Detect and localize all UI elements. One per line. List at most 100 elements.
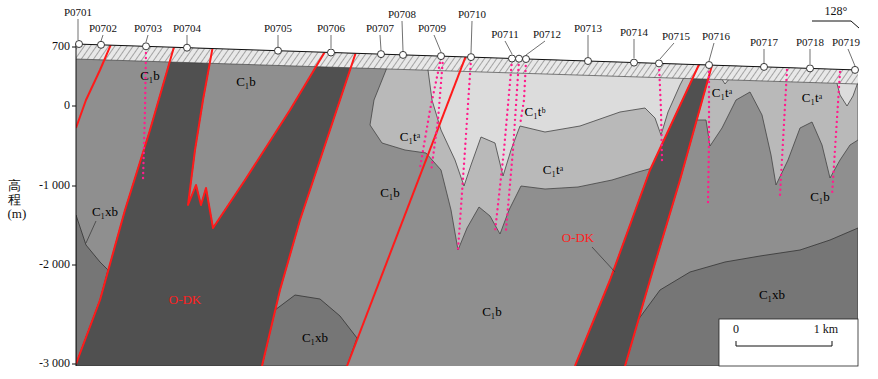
well-collar: [509, 55, 516, 62]
intrusion-label: O-DK: [562, 231, 595, 246]
well-collar: [523, 56, 530, 63]
leader-line: [331, 35, 332, 48]
leader-line: [526, 41, 545, 55]
well-id: P0703: [134, 22, 162, 35]
leader-line: [380, 35, 381, 50]
well-id: P0718: [796, 36, 824, 49]
strata-label: C₁tᵃ: [543, 163, 563, 178]
well-track: [708, 67, 709, 205]
fault-line: [347, 40, 472, 366]
intrusion-label: O-DK: [169, 293, 202, 308]
well-id: P0711: [491, 28, 519, 41]
elevation-value: 700: [52, 40, 70, 54]
well-id: P0705: [264, 22, 292, 35]
well-collar: [656, 60, 663, 67]
well-collar: [631, 59, 638, 66]
well-collar: [400, 51, 407, 58]
leader-line: [592, 247, 615, 272]
well-track: [780, 70, 787, 195]
well-collar: [143, 43, 150, 50]
intrusion-fill: [76, 40, 360, 366]
axis-line: [76, 44, 77, 366]
axis-tick: [72, 186, 76, 187]
leader-line: [434, 35, 441, 52]
well-collar: [275, 47, 282, 54]
leader-line: [471, 21, 472, 53]
elevation-value: -3 000: [39, 357, 70, 371]
leader-line: [764, 49, 765, 63]
strata-label: C₁tᵃ: [400, 130, 420, 145]
well-id: P0717: [750, 36, 778, 49]
axis-tick: [72, 47, 76, 48]
well-id: P0702: [89, 22, 117, 35]
axis-title: 高程(m): [8, 179, 21, 222]
strata-fill: [76, 40, 858, 366]
map-note: 128°: [825, 5, 848, 19]
strata-label: C₁xb: [302, 331, 328, 346]
well-id: P0706: [317, 22, 345, 35]
axis-tick: [72, 364, 76, 365]
fault-line: [76, 40, 176, 364]
well-collar: [76, 41, 83, 48]
leader-line: [634, 39, 635, 58]
well-id: P0712: [533, 28, 561, 41]
well-collar: [438, 53, 445, 60]
fault-line: [262, 40, 360, 366]
well-collar: [706, 62, 713, 69]
well-id: P0704: [173, 22, 201, 35]
well-id: P0713: [574, 22, 602, 35]
well-collar: [98, 41, 105, 48]
strata-label: C₁tᵇ: [525, 105, 546, 120]
strata-label: C₁xb: [759, 288, 785, 303]
weathered-hatch: [76, 44, 858, 84]
well-collar: [516, 55, 523, 62]
elevation-value: -2 000: [39, 258, 70, 272]
well-id: P0716: [702, 30, 730, 43]
fault-line: [188, 40, 332, 228]
leader-line: [402, 21, 403, 51]
weathered-layer: [76, 44, 858, 84]
layer-boundary: [76, 59, 858, 84]
axis-tick: [72, 106, 76, 107]
fault-line: [76, 42, 112, 128]
well-collar: [585, 58, 592, 65]
well-track: [832, 72, 840, 196]
well-track: [495, 60, 512, 232]
map-note: 1 km: [814, 323, 838, 337]
leader-line: [101, 35, 103, 41]
strata-label: C₁xb: [92, 205, 118, 220]
well-track: [431, 58, 443, 172]
intrusion-fill: [575, 58, 714, 366]
well-collar: [468, 54, 475, 61]
strata-label: C₁b: [482, 305, 502, 320]
strata-label: C₁tᵃ: [712, 86, 732, 101]
scale-bar: [736, 341, 832, 346]
leader-line: [709, 43, 714, 61]
fault-line: [625, 58, 714, 366]
strata-label: C₁b: [236, 75, 256, 90]
leader-line: [86, 221, 96, 243]
scale-box: [719, 319, 858, 366]
strata-label: C₁b: [810, 190, 830, 205]
surface-line: [76, 44, 858, 70]
well-track: [458, 59, 471, 250]
well-collar: [852, 66, 859, 73]
well-track: [506, 60, 519, 230]
well-id: P0719: [832, 36, 860, 49]
well-collar: [378, 51, 385, 58]
leader-line: [810, 49, 811, 64]
leader-line: [588, 35, 589, 57]
well-id: P0715: [662, 30, 690, 43]
well-id: P0708: [388, 8, 416, 21]
well-id: P0714: [620, 26, 648, 39]
leader-line: [187, 35, 188, 44]
leader-line: [848, 49, 855, 66]
leader-line: [505, 41, 512, 54]
elevation-value: -1 000: [39, 179, 70, 193]
well-id: P0710: [458, 8, 486, 21]
orientation-mark: [812, 21, 859, 28]
strata-label: C₁tᵃ: [802, 91, 822, 106]
